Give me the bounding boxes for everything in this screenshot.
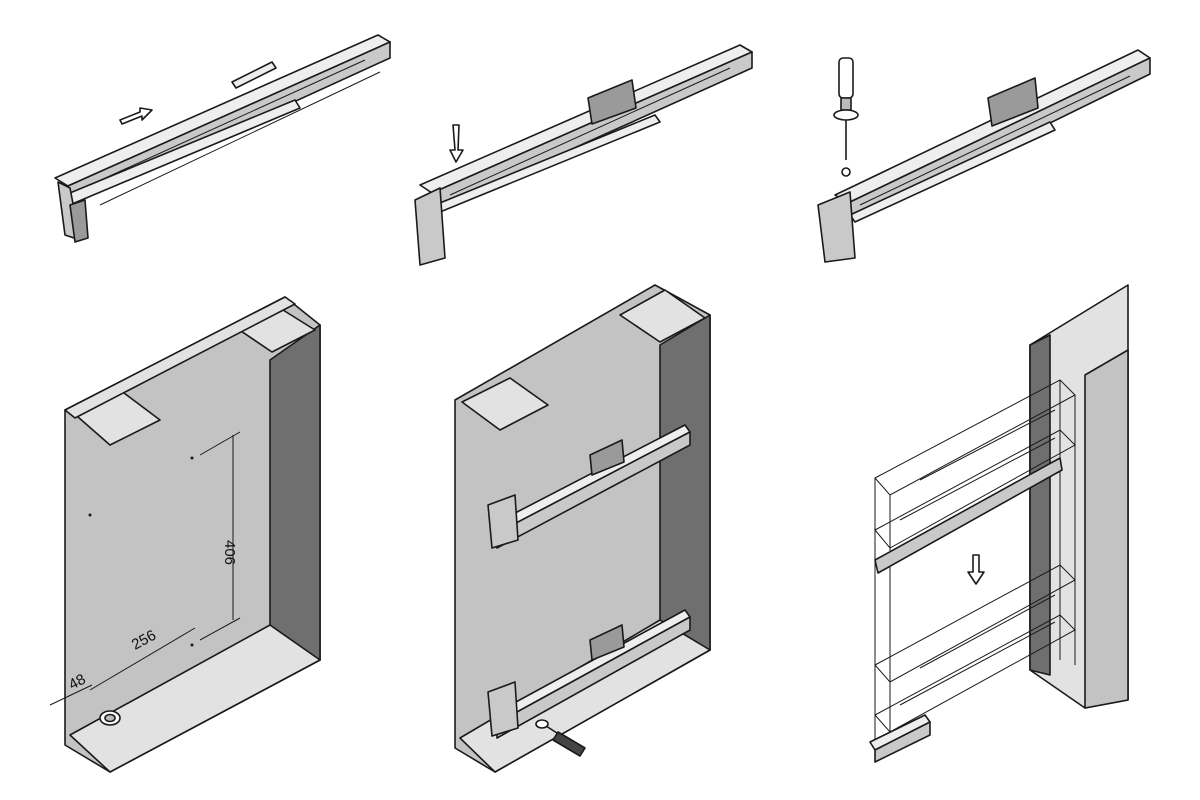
lower-rail <box>487 609 691 739</box>
offset-dimension-line <box>49 684 93 706</box>
step-3-rail-screwing <box>817 49 1151 263</box>
right-arrow-icon <box>119 107 153 125</box>
drill-icon <box>99 710 121 726</box>
down-arrow-icon <box>967 554 985 585</box>
screwdriver-icon <box>535 719 586 757</box>
dimension-vertical: 406 <box>221 540 238 565</box>
step-5-cabinet-rails <box>454 284 711 773</box>
wire-basket <box>874 379 1076 755</box>
step-6-basket-insert <box>869 284 1129 763</box>
step-1-rail-extension <box>54 34 391 243</box>
screwdriver-icon <box>833 57 859 177</box>
step-4-cabinet-measure: 406 256 48 <box>49 296 321 773</box>
step-2-rail-bracket <box>414 44 753 266</box>
horizontal-dimension-line <box>89 627 196 691</box>
dimension-offset: 48 <box>66 671 89 694</box>
down-arrow-icon <box>449 124 464 163</box>
upper-rail <box>487 424 691 549</box>
